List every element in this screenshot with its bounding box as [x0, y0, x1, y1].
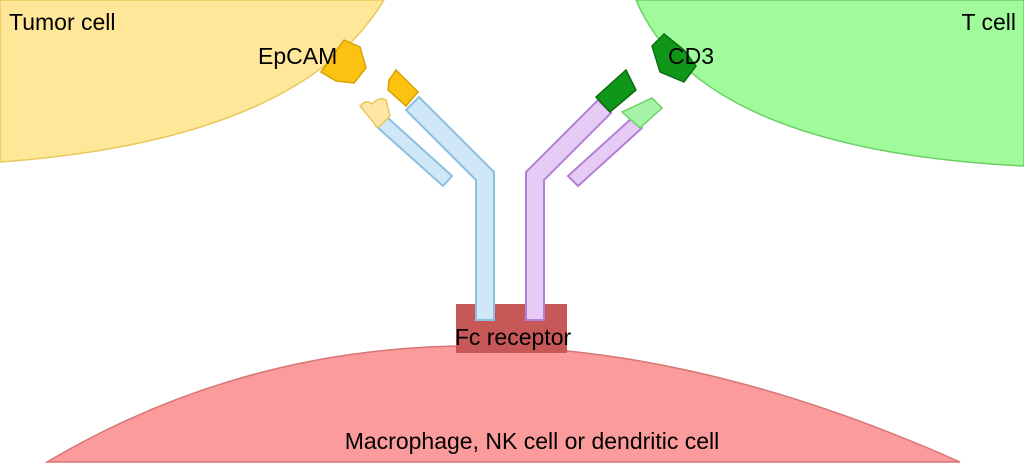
- t-cell-label: T cell: [961, 9, 1016, 35]
- fc-receptor: [456, 304, 567, 353]
- tumor-cell-label: Tumor cell: [9, 9, 116, 35]
- t-cell: [635, 0, 1024, 167]
- cd3-antigen: [651, 32, 697, 83]
- light-chain-right: [566, 116, 644, 188]
- tumor-cell: [0, 0, 385, 163]
- epcam-label: EpCAM: [258, 43, 337, 69]
- heavy-chain-right-tip: [594, 68, 637, 114]
- epcam-antigen: [319, 39, 367, 84]
- effector-cell-label: Macrophage, NK cell or dendritic cell: [345, 428, 720, 454]
- heavy-chain-right: [525, 98, 613, 321]
- heavy-chain-left: [404, 95, 495, 321]
- light-chain-left-tip: [359, 97, 391, 130]
- light-chain-right-tip: [620, 97, 664, 130]
- heavy-chain-left-tip: [387, 68, 420, 108]
- cd3-label: CD3: [668, 43, 714, 69]
- fc-receptor-label: Fc receptor: [455, 324, 572, 350]
